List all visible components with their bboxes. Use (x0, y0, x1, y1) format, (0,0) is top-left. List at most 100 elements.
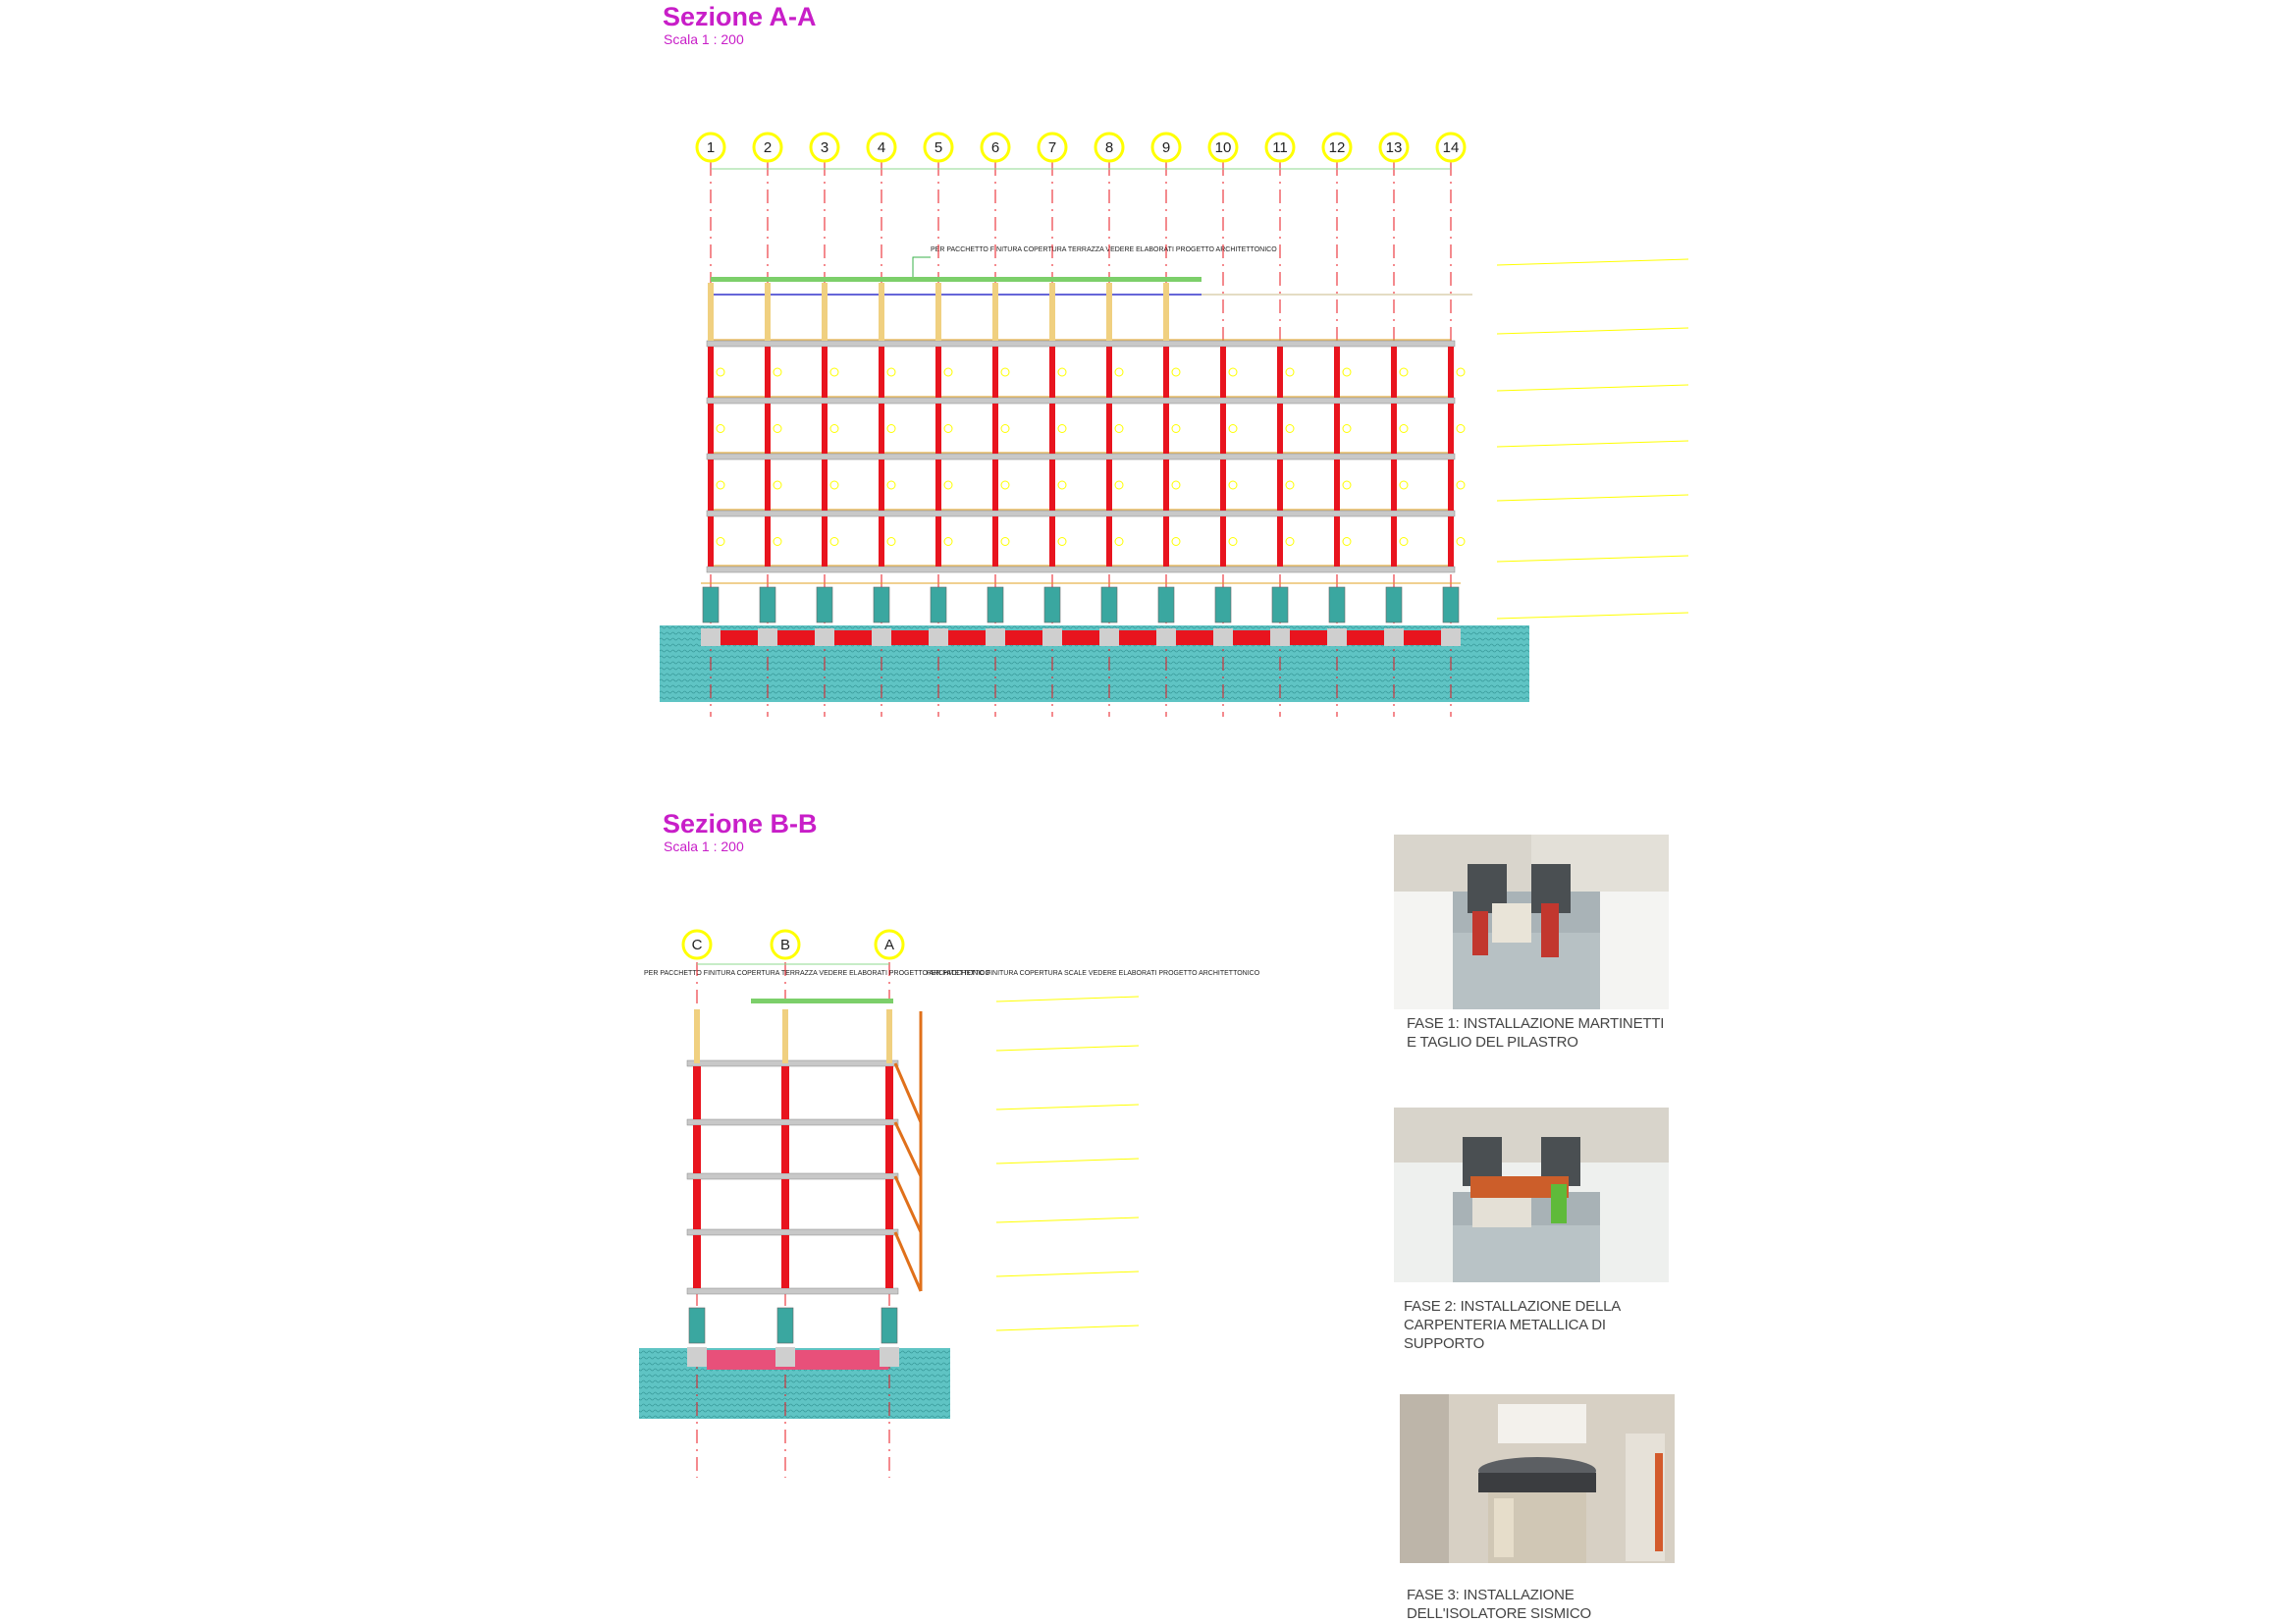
beam-marker (716, 480, 725, 490)
grid-bubble-label: 1 (707, 139, 715, 156)
level-leader (995, 1325, 1140, 1331)
phase-1-caption: FASE 1: INSTALLAZIONE MARTINETTI E TAGLI… (1407, 1015, 1665, 1051)
grid-bubble-label: 14 (1443, 139, 1460, 156)
pedestal-cap (1441, 628, 1461, 646)
roof-slab (711, 277, 1201, 282)
stair-brace (893, 1062, 923, 1123)
column (765, 347, 771, 398)
pedestal-cap (1042, 628, 1062, 646)
beam-marker (1285, 367, 1295, 377)
pedestal-cap (687, 1347, 707, 1367)
grid-bubble (1150, 132, 1182, 163)
isolator (1385, 586, 1403, 623)
level-leader (995, 1271, 1140, 1277)
isolator (759, 586, 776, 623)
beam-marker (1057, 367, 1067, 377)
grid-bubble (1207, 132, 1239, 163)
section-bb-scale: Scala 1 : 200 (664, 839, 744, 854)
level-leader (1496, 384, 1689, 392)
foundation-beam (709, 630, 1453, 645)
column-top (886, 1009, 892, 1063)
column (765, 404, 771, 454)
stair-brace (893, 1175, 923, 1233)
pedestal-cap (872, 628, 891, 646)
column (1220, 460, 1226, 511)
column (708, 460, 714, 511)
column (879, 404, 884, 454)
isolator (881, 1307, 898, 1344)
column (822, 347, 828, 398)
grid-bubble (1435, 132, 1467, 163)
column (935, 460, 941, 511)
column-top (694, 1009, 700, 1063)
beam-marker (1399, 367, 1409, 377)
grid-bubble-label: 2 (764, 139, 772, 156)
column (1106, 460, 1112, 511)
column (1049, 460, 1055, 511)
column (1220, 404, 1226, 454)
pedestal-cap (1213, 628, 1233, 646)
beam-marker (1114, 537, 1124, 546)
section-bb-title: Sezione B-B (663, 809, 818, 839)
beam-marker (1342, 537, 1352, 546)
column (992, 404, 998, 454)
column-top (782, 1009, 788, 1063)
pedestal-cap (815, 628, 834, 646)
column (781, 1235, 789, 1288)
column (1277, 404, 1283, 454)
level-leader (995, 1104, 1140, 1110)
isolator (1271, 586, 1289, 623)
isolator (1157, 586, 1175, 623)
grid-bubble-label: C (692, 937, 703, 953)
column (693, 1235, 701, 1288)
column (1049, 404, 1055, 454)
grid-bubble-label: 8 (1105, 139, 1113, 156)
column (1391, 347, 1397, 398)
isolator (1214, 586, 1232, 623)
grid-bubble-label: 13 (1386, 139, 1403, 156)
column (879, 347, 884, 398)
beam-marker (943, 367, 953, 377)
beam-marker (1114, 424, 1124, 433)
grid-bubble (1264, 132, 1296, 163)
beam-marker (829, 367, 839, 377)
beam-marker (943, 424, 953, 433)
pedestal-cap (1384, 628, 1404, 646)
beam-marker (1285, 424, 1295, 433)
beam-marker (1000, 367, 1010, 377)
beam-marker (1285, 480, 1295, 490)
beam-marker (1342, 480, 1352, 490)
column (781, 1066, 789, 1119)
beam-marker (943, 537, 953, 546)
column (1277, 347, 1283, 398)
column (1334, 460, 1340, 511)
floor-slab (686, 1228, 899, 1236)
beam-marker (773, 367, 782, 377)
grid-bubble (1378, 132, 1410, 163)
roof-note: PER PACCHETTO FINITURA COPERTURA TERRAZZ… (931, 246, 1277, 253)
beam-marker (1000, 424, 1010, 433)
beam-marker (886, 367, 896, 377)
column (693, 1066, 701, 1119)
column (693, 1125, 701, 1173)
pedestal-cap (1270, 628, 1290, 646)
pedestal-cap (929, 628, 948, 646)
column (1391, 516, 1397, 567)
phase-2-caption: FASE 2: INSTALLAZIONE DELLA CARPENTERIA … (1404, 1298, 1621, 1352)
beam-marker (716, 424, 725, 433)
phase-1-photo (1394, 835, 1669, 1009)
phase-2-photo (1394, 1108, 1669, 1282)
beam-marker (716, 537, 725, 546)
grid-bubble (770, 929, 801, 960)
isolator (776, 1307, 794, 1344)
column (1448, 516, 1454, 567)
column (992, 347, 998, 398)
column (1163, 347, 1169, 398)
beam-marker (1171, 424, 1181, 433)
column (708, 283, 714, 341)
column (992, 516, 998, 567)
grid-bubble (923, 132, 954, 163)
column (935, 516, 941, 567)
